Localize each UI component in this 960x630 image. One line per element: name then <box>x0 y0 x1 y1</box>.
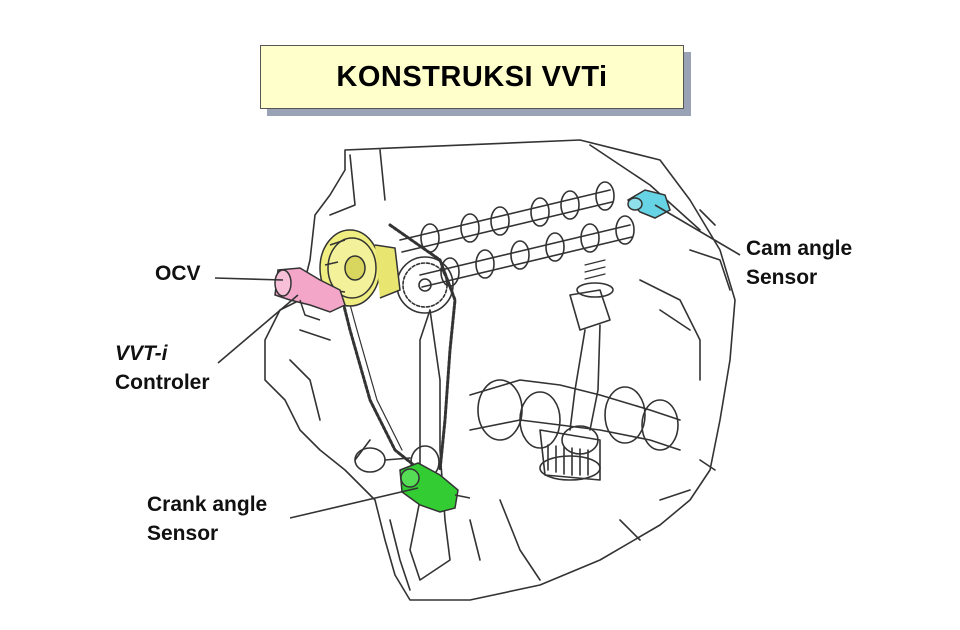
ocv-leader-line <box>214 277 284 281</box>
cam-label-line1: Cam angle <box>746 237 853 260</box>
vvti-label-line1: VVT-i <box>115 342 168 365</box>
title-box: KONSTRUKSI VVTi <box>260 45 684 109</box>
cam-angle-sensor <box>626 189 671 219</box>
crank-label-line1: Crank angle <box>147 493 268 516</box>
ocv-label: OCV <box>155 259 201 288</box>
camshaft-upper <box>399 181 615 253</box>
cam-angle-sensor-label: Cam angle Sensor <box>746 234 852 292</box>
crank-angle-sensor <box>399 462 471 513</box>
ocv-valve <box>274 267 346 321</box>
page-title: KONSTRUKSI VVTi <box>336 60 608 93</box>
vvti-label-line2: Controler <box>115 371 210 394</box>
cam-label-line2: Sensor <box>746 266 818 289</box>
oil-filter <box>539 429 601 481</box>
crank-angle-sensor-label: Crank angle Sensor <box>147 490 267 548</box>
chain-guide <box>409 309 451 581</box>
crankshaft <box>469 379 681 451</box>
crank-sensor-leader-line <box>289 487 419 519</box>
vvti-controller-label: VVT-i Controler <box>115 339 210 397</box>
cam-sensor-leader-line <box>654 204 741 256</box>
cam-sprocket <box>396 256 454 314</box>
crank-pulley <box>354 447 386 473</box>
head-cover <box>329 144 701 231</box>
crank-label-line2: Sensor <box>147 522 219 545</box>
vvti-leader-line <box>217 294 299 364</box>
ocv-label-text: OCV <box>155 262 201 285</box>
